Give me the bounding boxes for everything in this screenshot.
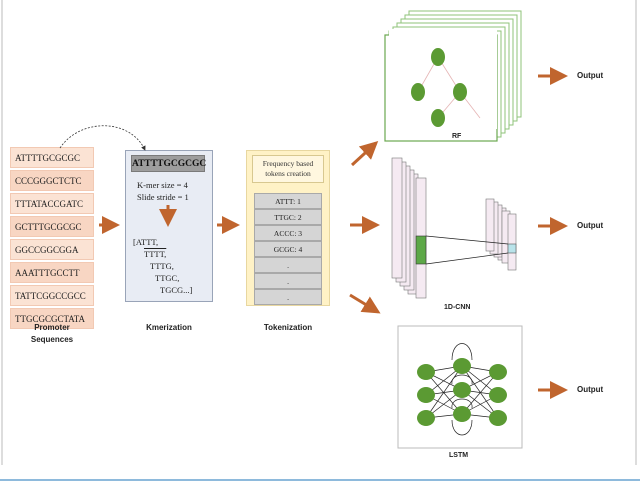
token-header-line2: tokens creation [265,169,311,178]
lstm-node [453,358,471,374]
kmer-list-item: TGCG...] [160,285,193,295]
kmer-input-sequence: ATTTTGCGCGC [131,155,206,172]
kmerization-caption: Kmerization [146,323,192,332]
tree-node [453,83,467,101]
token-cell: ACCC: 3 [254,225,322,241]
lstm-model [397,325,523,449]
slide-stride-text: Slide stride = 1 [137,192,189,202]
flow-arrow [350,140,379,167]
tree-node [431,48,445,66]
rf-label: RF [452,133,462,140]
lstm-node [489,387,507,403]
kmer-list-item: TTTG, [150,261,174,271]
kmer-list-item: TTGC, [155,273,180,283]
lstm-node [453,382,471,398]
lstm-node [417,364,435,380]
sequence-item: AAATTTGCCTT [10,262,94,283]
lstm-node [417,387,435,403]
sequence-item: CCCGGGCTCTC [10,170,94,191]
rf-output-label: Output [577,71,604,80]
lstm-node [489,364,507,380]
lstm-label: LSTM [449,452,469,459]
curved-arrow [59,125,146,151]
promoter-caption-line2: Sequences [30,335,74,344]
lstm-output-label: Output [577,385,604,394]
token-cell: . [254,257,322,273]
sequence-item: ATTTTGCGCGC [10,147,94,168]
token-header-line1: Frequency based [262,159,314,168]
tokenization-caption: Tokenization [263,323,313,332]
lstm-node [417,410,435,426]
cnn-label: 1D-CNN [444,304,471,311]
token-header: Frequency based tokens creation [252,155,324,183]
kmer-list-item: [ATTT, [133,237,159,247]
token-cell: . [254,273,322,289]
token-cell: . [254,289,322,305]
sequence-item: GGCCGGCGGA [10,239,94,260]
lstm-node [489,410,507,426]
cnn-model [391,157,517,299]
lstm-recurrent-loops [451,343,473,436]
promoter-caption: Promoter Sequences [10,323,94,344]
token-cell: ATTT: 1 [254,193,322,209]
sequence-item: TTGCGCGCTATA [10,308,94,329]
kmer-list-item: TTTT, [144,249,167,259]
sequence-item: TATTCGGCCGCC [10,285,94,306]
tree-node [411,83,425,101]
random-forest-model [384,10,522,142]
promoter-sequence-list: ATTTTGCGCGC CCCGGGCTCTC TTTATACCGATC GCT… [10,147,94,331]
flow-arrow [349,293,381,314]
promoter-caption-line1: Promoter [34,323,70,332]
sequence-item: TTTATACCGATC [10,193,94,214]
token-cell: GCGC: 4 [254,241,322,257]
sequence-item: GCTTTGCGCGC [10,216,94,237]
tree-node [431,109,445,127]
token-cell: TTGC: 2 [254,209,322,225]
kmer-size-text: K-mer size = 4 [137,180,188,190]
lstm-node [453,406,471,422]
cnn-output-label: Output [577,221,604,230]
